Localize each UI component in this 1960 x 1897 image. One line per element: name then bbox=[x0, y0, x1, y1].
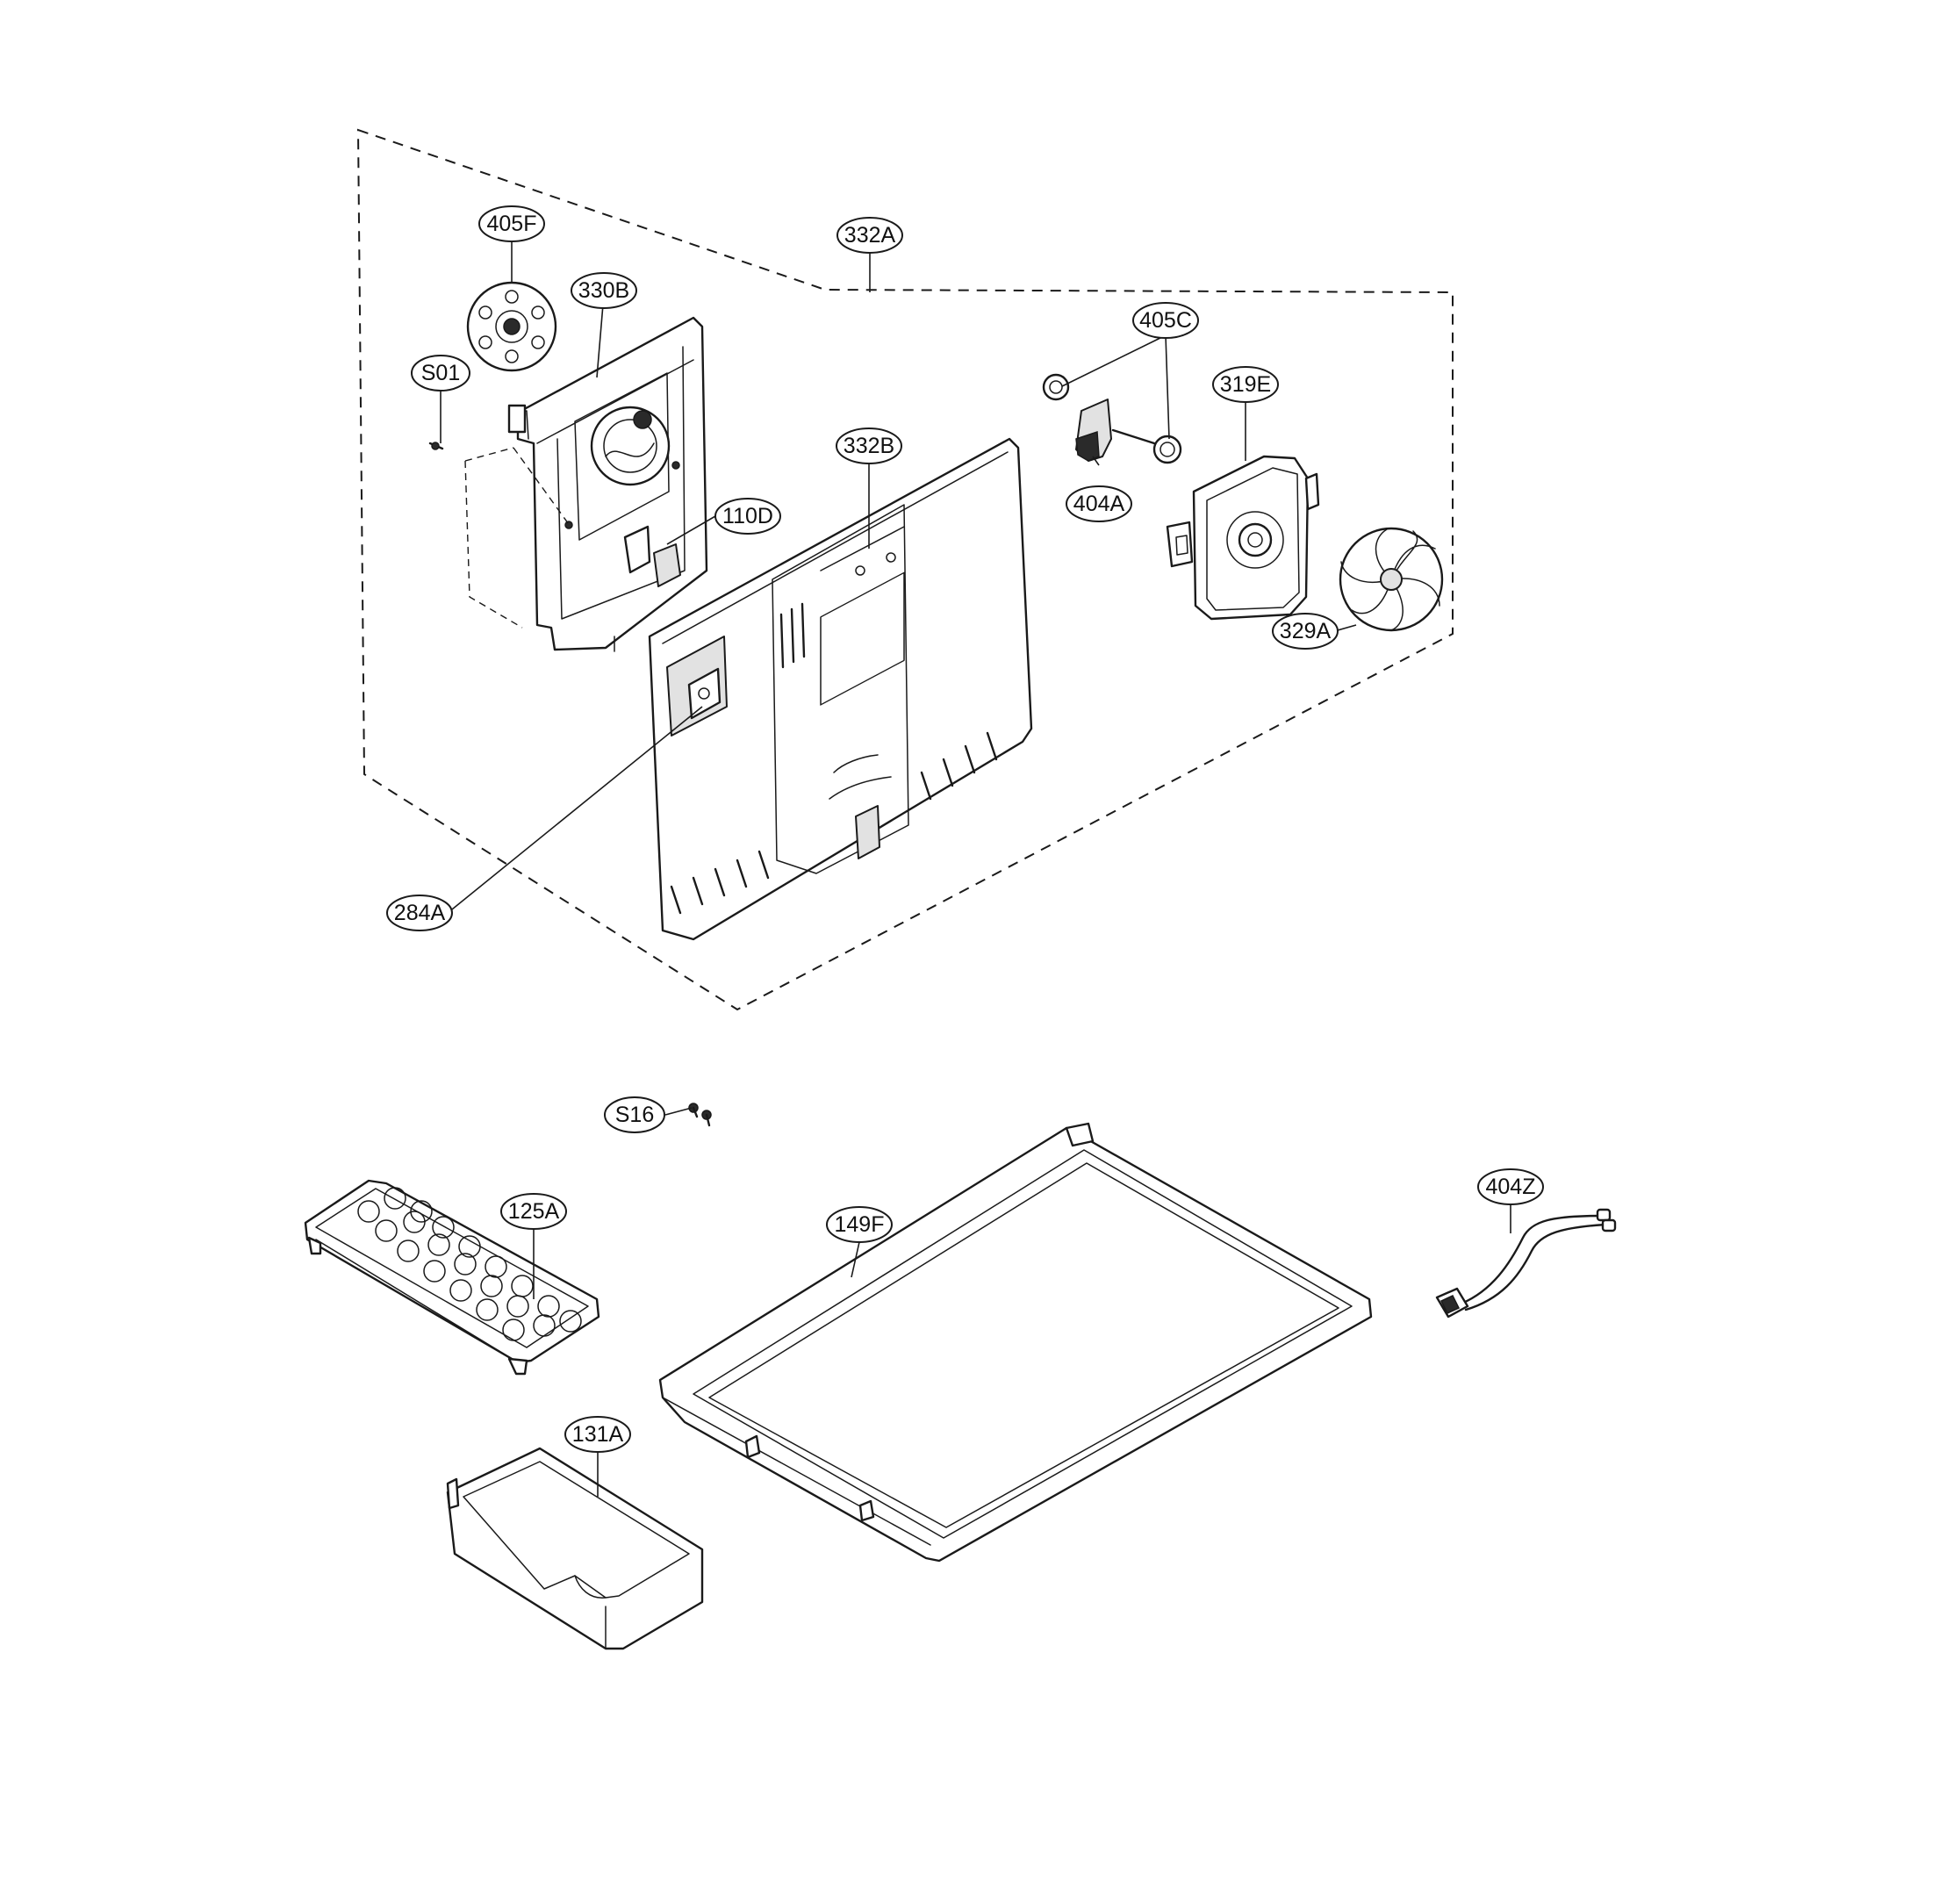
part-405f-gear bbox=[466, 281, 557, 372]
svg-text:110D: 110D bbox=[722, 504, 773, 528]
callout-332A: 332A bbox=[836, 217, 903, 254]
svg-text:405C: 405C bbox=[1139, 308, 1192, 333]
callout-405C: 405C bbox=[1132, 302, 1199, 339]
part-131a-ice-bin bbox=[446, 1447, 704, 1650]
svg-text:329A: 329A bbox=[1280, 619, 1332, 643]
callout-S16: S16 bbox=[604, 1096, 665, 1133]
callout-332B: 332B bbox=[836, 428, 902, 464]
part-404z-harness bbox=[1435, 1208, 1617, 1319]
callout-110D: 110D bbox=[714, 498, 781, 535]
svg-text:404A: 404A bbox=[1073, 492, 1125, 516]
callout-405F: 405F bbox=[478, 205, 545, 242]
svg-text:S16: S16 bbox=[615, 1103, 654, 1127]
part-329a-fan bbox=[1339, 527, 1444, 632]
svg-text:330B: 330B bbox=[578, 278, 629, 303]
assembly-outline bbox=[356, 128, 1454, 1011]
callout-131A: 131A bbox=[564, 1416, 631, 1453]
part-319e-shroud bbox=[1166, 455, 1320, 621]
svg-text:125A: 125A bbox=[508, 1199, 560, 1224]
screw-alignment bbox=[464, 447, 571, 629]
callout-329A: 329A bbox=[1272, 613, 1339, 650]
part-404a-motor bbox=[1042, 373, 1182, 464]
svg-text:S01: S01 bbox=[421, 361, 460, 385]
callout-319E: 319E bbox=[1212, 366, 1279, 403]
svg-text:404Z: 404Z bbox=[1486, 1175, 1536, 1199]
callout-404Z: 404Z bbox=[1477, 1168, 1544, 1205]
part-332b-cover bbox=[648, 437, 1033, 941]
svg-text:332B: 332B bbox=[844, 434, 894, 458]
callout-404A: 404A bbox=[1066, 485, 1132, 522]
leader-lines bbox=[440, 241, 1511, 1497]
part-330b-bracket bbox=[507, 316, 708, 652]
part-s16-screws bbox=[688, 1103, 712, 1127]
callout-284A: 284A bbox=[386, 895, 453, 931]
part-125a-ice-tray bbox=[304, 1179, 600, 1376]
svg-text:332A: 332A bbox=[844, 223, 896, 248]
part-s01-screw bbox=[428, 442, 444, 450]
callout-149F: 149F bbox=[826, 1206, 893, 1243]
callout-330B: 330B bbox=[571, 272, 637, 309]
part-149f-shelf bbox=[658, 1122, 1373, 1563]
svg-text:284A: 284A bbox=[394, 901, 446, 925]
svg-text:131A: 131A bbox=[572, 1422, 624, 1447]
svg-text:319E: 319E bbox=[1220, 372, 1271, 397]
svg-text:405F: 405F bbox=[487, 212, 537, 236]
svg-text:149F: 149F bbox=[835, 1212, 885, 1237]
callout-S01: S01 bbox=[411, 355, 470, 392]
callout-125A: 125A bbox=[500, 1193, 567, 1230]
